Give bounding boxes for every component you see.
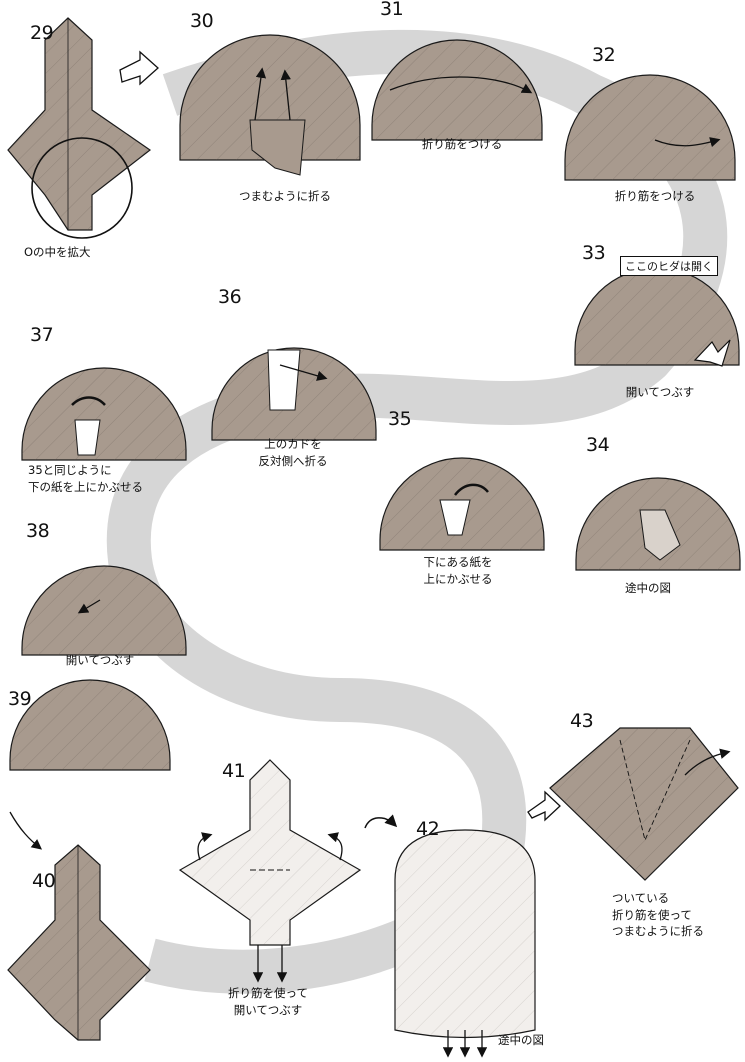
step-34-figure bbox=[576, 478, 740, 570]
step-36-caption: 上のカドを 反対側へ折る bbox=[259, 436, 328, 469]
step-43-figure bbox=[550, 728, 738, 880]
step-29-caption: Oの中を拡大 bbox=[24, 244, 91, 261]
step-30-caption: つまむように折る bbox=[239, 188, 331, 205]
step-42-number: 42 bbox=[416, 820, 439, 839]
step-33-caption: 開いてつぶす bbox=[626, 384, 694, 401]
step-33-number: 33 bbox=[582, 244, 605, 263]
step-36-number: 36 bbox=[218, 288, 241, 307]
step-38-figure bbox=[22, 566, 186, 655]
step-37-figure bbox=[22, 368, 186, 460]
step-43-number: 43 bbox=[570, 712, 593, 731]
step-32-number: 32 bbox=[592, 46, 615, 65]
curved-arrow-icon bbox=[120, 52, 158, 84]
step-41-caption: 折り筋を使って 開いてつぶす bbox=[228, 985, 308, 1018]
step-37-caption: 35と同じように 下の紙を上にかぶせる bbox=[28, 462, 143, 495]
step-40-figure bbox=[8, 845, 150, 1040]
flip-over-icon bbox=[365, 818, 395, 828]
step-41-number: 41 bbox=[222, 762, 245, 781]
step-43-caption: ついている 折り筋を使って つまむように折る bbox=[612, 890, 704, 940]
step-34-number: 34 bbox=[586, 436, 609, 455]
step-35-number: 35 bbox=[388, 410, 411, 429]
step-38-number: 38 bbox=[26, 522, 49, 541]
step-31-caption: 折り筋をつける bbox=[422, 136, 503, 153]
step-30-number: 30 bbox=[190, 12, 213, 31]
step-31-number: 31 bbox=[380, 0, 403, 19]
step-29-number: 29 bbox=[30, 24, 53, 43]
step-42-caption: 途中の図 bbox=[498, 1032, 544, 1049]
step-29-figure bbox=[8, 18, 150, 238]
step-39-number: 39 bbox=[8, 690, 31, 709]
step-33-note-box: ここのヒダは開く bbox=[620, 256, 718, 276]
step-36-figure bbox=[212, 348, 376, 440]
step-38-caption: 開いてつぶす bbox=[66, 652, 134, 669]
step-34-caption: 途中の図 bbox=[625, 580, 671, 597]
step-40-number: 40 bbox=[32, 872, 55, 891]
step-39-figure bbox=[10, 680, 170, 848]
step-35-caption: 下にある紙を 上にかぶせる bbox=[424, 554, 493, 587]
step-37-number: 37 bbox=[30, 326, 53, 345]
fold-arrow-icon bbox=[528, 792, 560, 820]
step-32-caption: 折り筋をつける bbox=[615, 188, 696, 205]
step-42-figure bbox=[395, 830, 535, 1055]
step-35-figure bbox=[380, 458, 544, 550]
